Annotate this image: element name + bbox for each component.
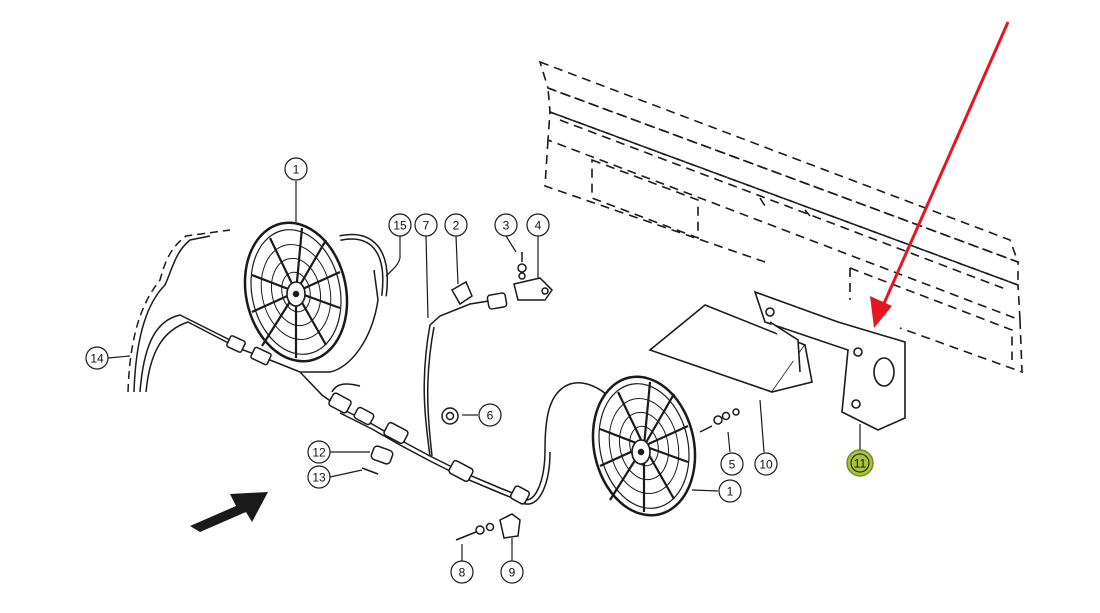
mounting-plate [648, 304, 813, 393]
callout-15: 15 [388, 213, 412, 237]
callout-6: 6 [478, 403, 502, 427]
mounting-bracket [753, 290, 906, 431]
hardware-parts [361, 252, 740, 541]
callout-12: 12 [307, 440, 331, 464]
callout-1-lower-label: 1 [727, 485, 734, 499]
leader-lines [107, 181, 861, 561]
callout-6-label: 6 [487, 409, 494, 423]
pointer-arrow [870, 21, 1010, 328]
callout-13-label: 13 [312, 471, 326, 485]
connectors [226, 292, 531, 505]
callout-4: 4 [526, 213, 550, 237]
callout-8: 8 [450, 560, 474, 584]
callout-14-label: 14 [90, 352, 104, 366]
fan-shroud-seal-inner [339, 235, 387, 297]
callout-8-label: 8 [459, 566, 466, 580]
callout-1-lower: 1 [718, 479, 742, 503]
callout-2: 2 [444, 213, 468, 237]
callouts: 1 15 7 2 3 4 14 6 [85, 157, 874, 584]
callout-1-upper-label: 1 [293, 163, 300, 177]
callout-3-label: 3 [503, 219, 510, 233]
wiring-harness [127, 229, 607, 505]
direction-arrow [190, 492, 268, 532]
callout-4-label: 4 [535, 219, 542, 233]
callout-14: 14 [85, 346, 109, 370]
callout-2-label: 2 [453, 219, 460, 233]
callout-3: 3 [494, 213, 518, 237]
callout-10: 10 [754, 452, 778, 476]
fan-lower [591, 375, 697, 517]
callout-15-label: 15 [393, 219, 407, 233]
callout-7: 7 [414, 213, 438, 237]
callout-5: 5 [720, 452, 744, 476]
callout-13: 13 [307, 465, 331, 489]
callout-12-label: 12 [312, 446, 326, 460]
callout-11-highlighted: 11 [846, 449, 874, 477]
callout-5-label: 5 [729, 458, 736, 472]
callout-1-upper: 1 [284, 157, 308, 181]
callout-7-label: 7 [423, 219, 430, 233]
callout-11-label: 11 [854, 457, 867, 471]
chassis-frame-dashed [538, 60, 1023, 374]
callout-9: 9 [500, 560, 524, 584]
callout-10-label: 10 [759, 458, 773, 472]
callout-9-label: 9 [509, 566, 516, 580]
fan-upper [243, 221, 349, 363]
